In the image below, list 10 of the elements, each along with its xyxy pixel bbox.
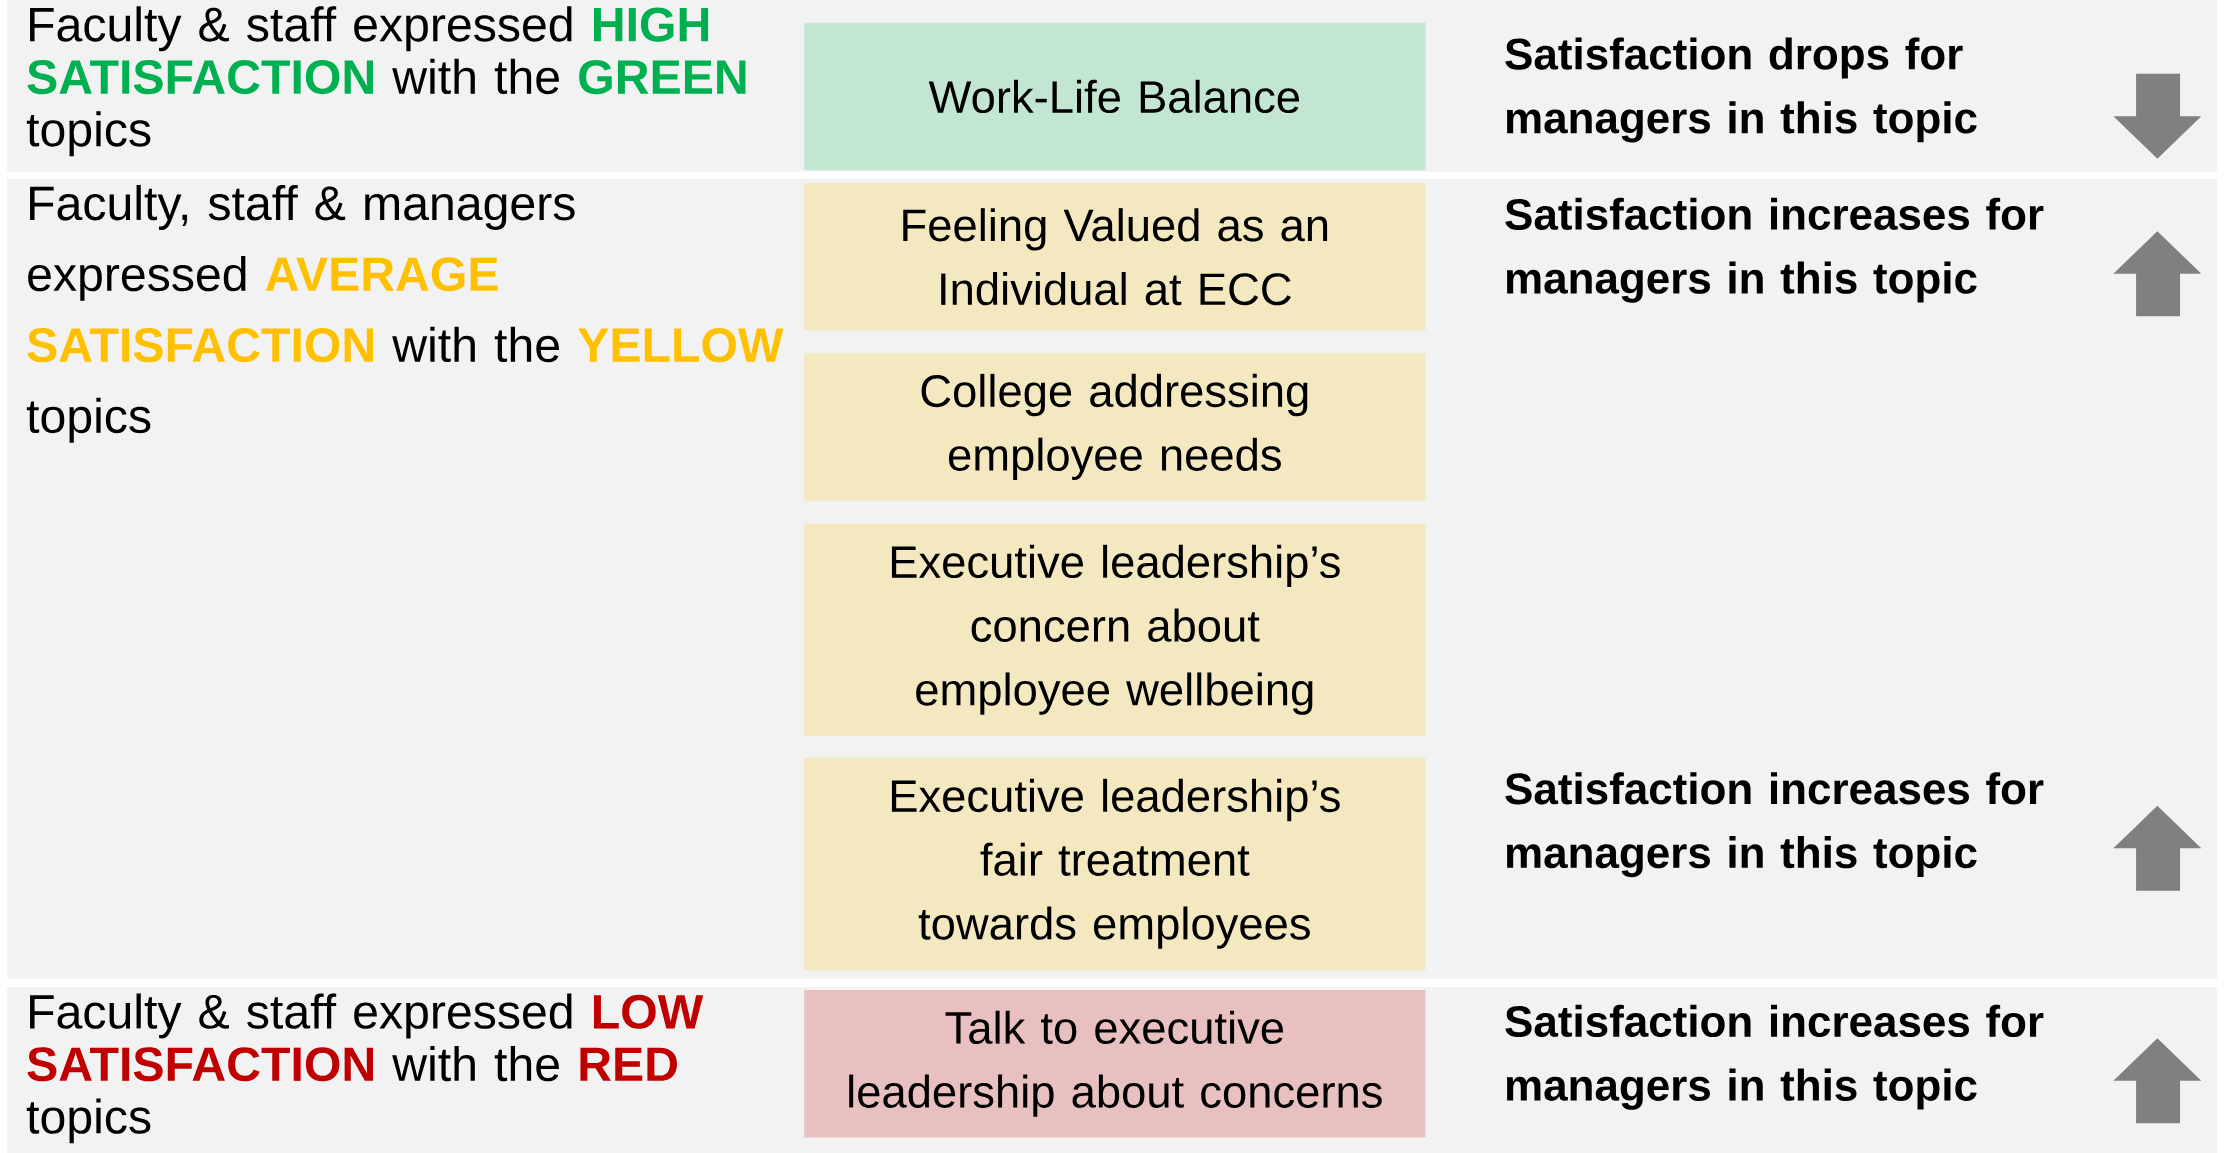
topic-box: Talk to executive leadership about concerns <box>804 989 1426 1138</box>
topic-box: Work-Life Balance <box>804 22 1426 171</box>
topic-note: Satisfaction increases for managers in this topic <box>1505 1004 2044 1110</box>
topic-box: Executive leadership’s fair treatment towards employees <box>804 757 1426 971</box>
topic-note: Satisfaction increases for managers in this topic <box>1505 772 2044 878</box>
topic-box: College addressing employee needs <box>804 353 1426 501</box>
topic-box: Feeling Valued as an Individual at ECC <box>804 182 1426 331</box>
topic-box: Executive leadership’s concern about employee wellbeing <box>804 523 1426 737</box>
topic-note: Satisfaction drops for managers in this topic <box>1505 37 1977 143</box>
topic-note: Satisfaction increases for managers in this topic <box>1505 197 2044 303</box>
